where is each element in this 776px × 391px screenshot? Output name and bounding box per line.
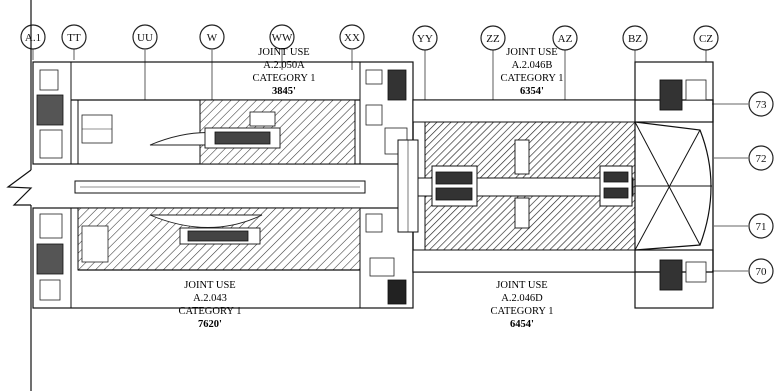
room-category: CATEGORY 1 <box>491 306 554 317</box>
svg-text:72: 72 <box>756 153 767 165</box>
room-label-south-east: JOINT USE A.2.046D CATEGORY 1 6454' <box>491 280 554 330</box>
room-label-south-west: JOINT USE A.2.043 CATEGORY 1 7620' <box>179 280 242 330</box>
row-gridlines <box>712 103 748 272</box>
column-bubble: AZ <box>552 25 578 51</box>
column-bubble: ZZ <box>480 25 506 51</box>
svg-text:WW: WW <box>272 32 293 44</box>
room-use: JOINT USE <box>258 47 309 58</box>
svg-text:71: 71 <box>756 221 767 233</box>
room-use: JOINT USE <box>184 280 235 291</box>
column-bubble: BZ <box>622 25 648 51</box>
room-use: JOINT USE <box>506 47 557 58</box>
column-bubble: CZ <box>693 25 719 51</box>
svg-text:A.1: A.1 <box>25 32 41 44</box>
room-area: 6454' <box>510 319 534 330</box>
room-label-north-east: JOINT USE A.2.046B CATEGORY 1 6354' <box>501 47 564 97</box>
row-bubble: 72 <box>748 145 774 171</box>
svg-text:XX: XX <box>344 32 360 44</box>
column-bubble: TT <box>61 24 87 50</box>
row-bubble: 71 <box>748 213 774 239</box>
column-bubble: A.1 <box>20 24 46 50</box>
svg-text:73: 73 <box>756 99 768 111</box>
svg-text:BZ: BZ <box>628 33 642 45</box>
room-number: A.2.050A <box>263 60 305 71</box>
west-north-block <box>32 61 414 165</box>
svg-text:70: 70 <box>756 266 768 278</box>
room-use: JOINT USE <box>496 280 547 291</box>
room-label-north-west: JOINT USE A.2.050A CATEGORY 1 3845' <box>253 47 316 97</box>
room-area: 7620' <box>198 319 222 330</box>
room-area: 6354' <box>520 86 544 97</box>
column-bubble: XX <box>339 24 365 50</box>
column-bubble: W <box>199 24 225 50</box>
east-block <box>412 61 714 309</box>
room-number: A.2.046D <box>501 293 543 304</box>
column-bubble: UU <box>132 24 158 50</box>
west-corridor <box>74 180 366 194</box>
svg-text:UU: UU <box>137 32 153 44</box>
row-bubble: 73 <box>748 91 774 117</box>
column-bubble: WW <box>269 24 295 50</box>
room-number: A.2.046B <box>512 60 553 71</box>
room-category: CATEGORY 1 <box>179 306 242 317</box>
svg-text:TT: TT <box>67 32 81 44</box>
room-category: CATEGORY 1 <box>253 73 316 84</box>
room-number: A.2.043 <box>193 293 227 304</box>
room-category: CATEGORY 1 <box>501 73 564 84</box>
svg-text:CZ: CZ <box>699 33 713 45</box>
break-line <box>6 0 33 391</box>
west-south-block <box>32 207 414 309</box>
room-area: 3845' <box>272 86 296 97</box>
svg-text:YY: YY <box>417 33 433 45</box>
svg-text:ZZ: ZZ <box>486 33 500 45</box>
column-bubble: YY <box>412 25 438 51</box>
svg-text:W: W <box>207 32 218 44</box>
row-bubble: 70 <box>748 258 774 284</box>
link-corridor <box>397 139 419 233</box>
svg-text:AZ: AZ <box>558 33 573 45</box>
